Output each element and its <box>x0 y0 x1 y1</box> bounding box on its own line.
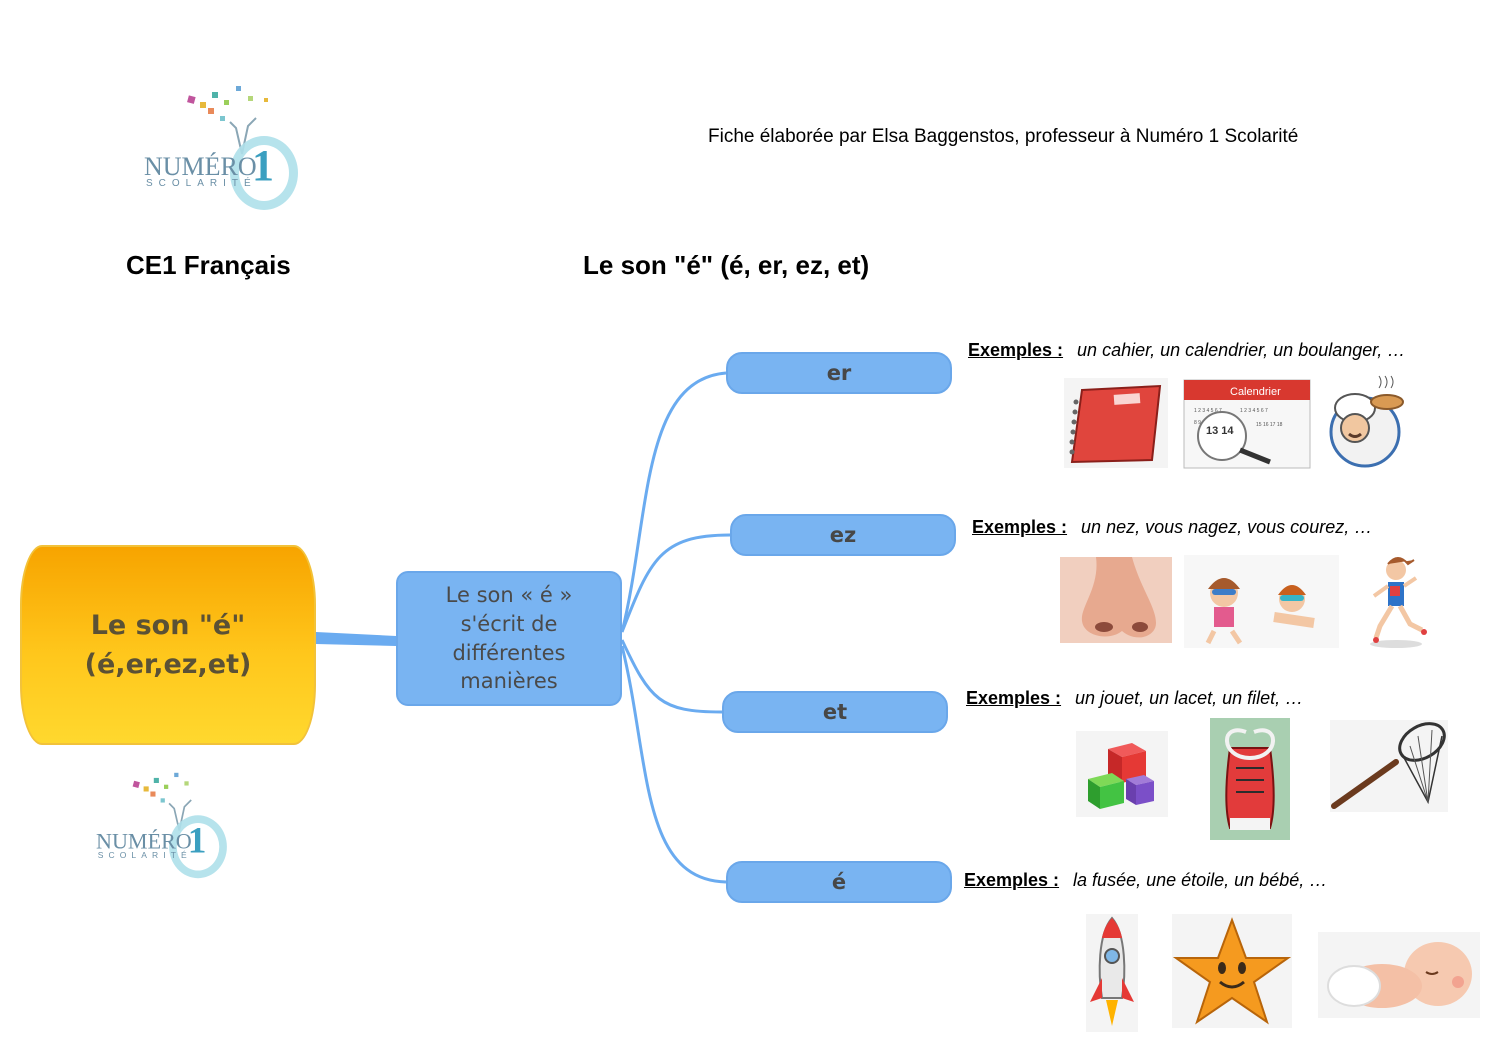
main-connector <box>316 632 396 646</box>
credit-line: Fiche élaborée par Elsa Baggenstos, prof… <box>708 126 1299 147</box>
link-ez <box>620 533 731 633</box>
swimmers-icon <box>1184 555 1339 648</box>
runner-icon <box>1356 552 1436 650</box>
branch-er: er <box>726 352 952 394</box>
examples-label: Exemples : <box>966 688 1062 708</box>
branch-ez: ez <box>730 514 956 556</box>
examples-text: un nez, vous nagez, vous courez, … <box>1081 517 1373 537</box>
link-et <box>620 639 723 714</box>
net-icon <box>1330 720 1448 812</box>
logo-sub: SCOLARITÉ <box>97 851 192 861</box>
shoelace-icon <box>1210 718 1290 840</box>
examples-et: Exemples : un jouet, un lacet, un filet, … <box>966 688 1303 709</box>
page-title: Le son "é" (é, er, ez, et) <box>583 250 870 280</box>
notebook-icon <box>1064 378 1168 468</box>
logo-word: NUMÉRO <box>144 152 257 181</box>
center-topic-label: Le son « é » s'écrit de différentes mani… <box>445 582 573 694</box>
baker-icon <box>1325 372 1407 468</box>
logo-word: NUMÉRO <box>96 828 192 854</box>
logo-number: 1 <box>187 819 207 862</box>
subject-title: CE1 Français <box>126 250 291 280</box>
logo-sub: SCOLARITÉ <box>146 178 257 189</box>
svg-text:1 2 3 4 5 6 7: 1 2 3 4 5 6 7 <box>1240 408 1268 414</box>
logo-icon: NUMÉRO 1 SCOLARITÉ <box>96 766 232 885</box>
logo-number: 1 <box>252 141 274 190</box>
link-er <box>620 371 727 633</box>
rocket-icon <box>1086 914 1138 1032</box>
svg-text:15 16 17 18: 15 16 17 18 <box>1256 422 1283 428</box>
examples-er: Exemples : un cahier, un calendrier, un b… <box>968 340 1405 361</box>
center-topic-node: Le son « é » s'écrit de différentes mani… <box>396 571 622 706</box>
examples-text: un cahier, un calendrier, un boulanger, … <box>1077 340 1406 360</box>
branch-et: et <box>722 691 948 733</box>
main-topic-label: Le son "é" (é,er,ez,et) <box>84 609 252 680</box>
examples-label: Exemples : <box>972 517 1068 537</box>
main-topic-node: Le son "é" (é,er,ez,et) <box>20 545 316 745</box>
toy-blocks-icon <box>1076 731 1168 817</box>
calendar-word: Calendrier <box>1230 386 1281 398</box>
nose-icon <box>1060 557 1172 643</box>
examples-label: Exemples : <box>964 870 1060 890</box>
branch-e: é <box>726 861 952 903</box>
examples-text: la fusée, une étoile, un bébé, … <box>1073 870 1328 890</box>
svg-text:1 2 3 4 5 6 7: 1 2 3 4 5 6 7 <box>1194 408 1222 414</box>
examples-ez: Exemples : un nez, vous nagez, vous coure… <box>972 517 1372 538</box>
examples-e: Exemples : la fusée, une étoile, un bébé,… <box>964 870 1327 891</box>
star-icon <box>1172 914 1292 1028</box>
logo-icon: NUMÉRO 1 SCOLARITÉ <box>144 78 304 218</box>
link-e <box>620 645 727 884</box>
calendar-days: 13 14 <box>1206 425 1234 437</box>
examples-label: Exemples : <box>968 340 1064 360</box>
baby-icon <box>1318 932 1480 1018</box>
examples-text: un jouet, un lacet, un filet, … <box>1075 688 1304 708</box>
